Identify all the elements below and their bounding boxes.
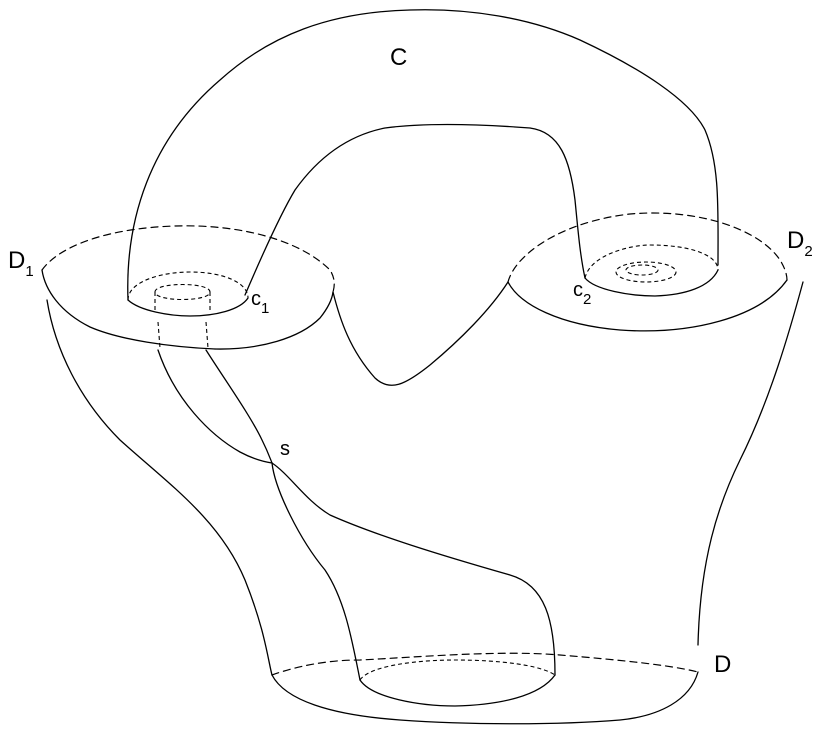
label-c2: c2 [573, 279, 591, 308]
disk-d-bottom-outer [272, 672, 698, 724]
label-s: s [280, 438, 290, 460]
disk-d2-front-rim [508, 280, 787, 331]
label-d2: D2 [787, 227, 813, 260]
disk-d1-front-rim [215, 292, 333, 349]
saddle-right-lower [272, 463, 555, 675]
label-c2-main: c [573, 279, 583, 301]
body-right-outer [698, 282, 803, 645]
label-d2-sub: 2 [804, 243, 812, 260]
disk-d-top-dashed [272, 653, 698, 675]
label-c1-main: c [251, 288, 261, 310]
inner-cylinder-top [155, 285, 210, 300]
hole-d-front [360, 675, 555, 706]
label-c: C [390, 44, 407, 71]
handle-c-inner [245, 125, 585, 295]
label-c1-sub: 1 [261, 300, 269, 317]
inner-cylinder-right-low [206, 322, 208, 348]
label-d1-sub: 1 [25, 263, 33, 280]
saddle-right-upper [206, 350, 272, 463]
hole-d-back-dashed [360, 660, 555, 680]
disk-d1-top-dashed [42, 226, 334, 292]
disk-d1-left-edge [42, 270, 215, 349]
collar-c2-core [626, 265, 658, 275]
collar-c2-back-dashed [585, 245, 718, 278]
collar-c1-back-dashed [128, 272, 248, 300]
label-d1-main: D [8, 247, 25, 274]
label-c2-sub: 2 [583, 291, 591, 308]
label-d1: D1 [8, 247, 34, 280]
label-d: D [714, 651, 731, 678]
saddle-left-lower [272, 463, 360, 680]
saddle-left-upper [158, 350, 272, 463]
label-c1: c1 [251, 288, 269, 317]
body-left-outer [47, 300, 272, 675]
collar-c1-front [128, 298, 248, 316]
disk-d2-top-dashed [508, 213, 787, 282]
label-d2-main: D [787, 227, 804, 254]
handle-c-outer [128, 10, 718, 300]
middle-valley [333, 282, 508, 385]
